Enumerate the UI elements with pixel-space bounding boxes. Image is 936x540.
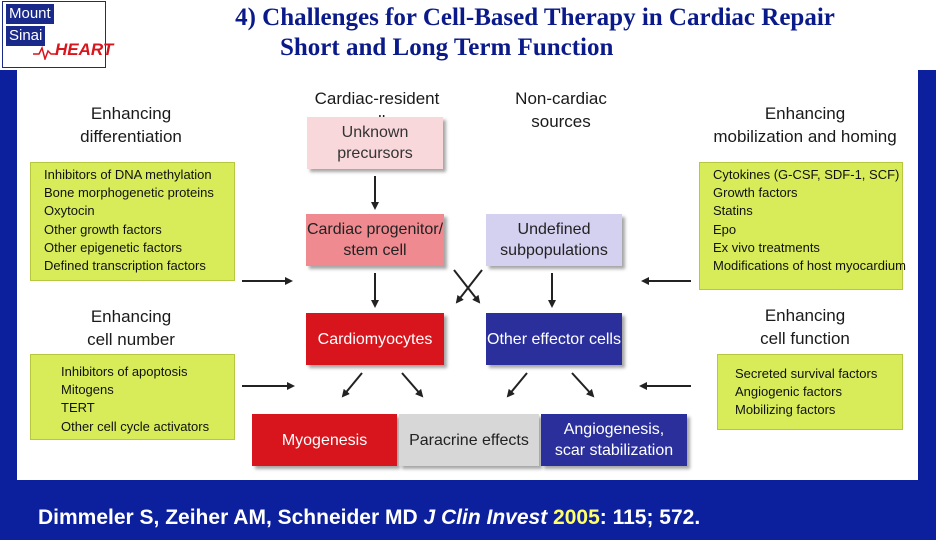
- box-line: Cardiac progenitor/: [306, 221, 444, 238]
- mount-sinai-heart-logo: Mount Sinai HEART: [2, 1, 113, 68]
- list-item: Other epigenetic factors: [44, 239, 183, 255]
- logo-text-mount: Mount: [6, 4, 54, 24]
- arrow-cardio-to-paracrine: [401, 372, 424, 398]
- arrow-effector-to-paracrine: [506, 372, 528, 398]
- citation-volume-pages: : 115; 572.: [599, 506, 701, 529]
- box-line: precursors: [337, 145, 413, 162]
- heading-line: mobilization and homing: [713, 127, 897, 146]
- list-item: Inhibitors of DNA methylation: [44, 167, 212, 182]
- box-line: Unknown: [341, 124, 409, 141]
- arrow-cross-1: [453, 269, 481, 304]
- list-item: Other growth factors: [44, 221, 162, 237]
- slide-header: Mount Sinai HEART 4) Challenges for Cell…: [0, 0, 936, 70]
- cardiac-progenitor-box: Cardiac progenitor/ stem cell: [306, 214, 444, 266]
- list-item: Statins: [713, 203, 753, 219]
- heading-enhancing-cell-number: Enhancing cell number: [77, 305, 185, 351]
- heading-enhancing-mobilization: Enhancing mobilization and homing: [705, 102, 905, 148]
- angiogenesis-box: Angiogenesis, scar stabilization: [541, 414, 687, 466]
- box-line: stem cell: [343, 242, 407, 259]
- undefined-subpopulations-box: Undefined subpopulations: [486, 214, 622, 266]
- logo-text-heart: HEART: [55, 40, 114, 59]
- heading-line: differentiation: [80, 127, 182, 146]
- differentiation-factors-box: Inhibitors of DNA methylation Bone morph…: [30, 162, 235, 281]
- citation-authors: Dimmeler S, Zeiher AM, Schneider MD: [38, 506, 424, 529]
- list-item: Other cell cycle activators: [61, 418, 210, 434]
- diagram-figure: Enhancing differentiation Inhibitors of …: [17, 70, 918, 480]
- list-item: Angiogenic factors: [735, 384, 842, 400]
- box-line: Undefined: [517, 221, 591, 238]
- list-item: Growth factors: [713, 185, 798, 201]
- list-item: Oxytocin: [44, 203, 95, 219]
- list-item: Mobilizing factors: [735, 402, 836, 418]
- list-item: Bone morphogenetic proteins: [44, 185, 214, 201]
- citation-journal: J Clin Invest: [423, 506, 548, 529]
- arrow-layer: [242, 176, 691, 398]
- list-item: Secreted survival factors: [735, 366, 878, 381]
- myogenesis-box: Myogenesis: [252, 414, 397, 466]
- arrow-cardio-to-myogenesis: [341, 372, 363, 398]
- heading-line: cell function: [760, 329, 850, 348]
- header-non-cardiac-sources: Non-cardiac sources: [515, 89, 607, 131]
- heading-line: Enhancing: [764, 306, 846, 325]
- slide-title-line2: Short and Long Term Function: [280, 34, 614, 61]
- list-item: Defined transcription factors: [44, 258, 206, 274]
- unknown-precursors-box: Unknown precursors: [307, 117, 443, 169]
- other-effector-cells-box: Other effector cells: [486, 313, 622, 365]
- heading-line: Enhancing: [90, 307, 172, 326]
- arrow-cross-2: [455, 269, 483, 304]
- heartbeat-pulse-icon: [33, 46, 57, 60]
- list-item: Epo: [713, 221, 737, 237]
- list-item: Ex vivo treatments: [713, 239, 820, 255]
- cardiomyocytes-box: Cardiomyocytes: [306, 313, 444, 365]
- arrow-effector-to-angiogenesis: [571, 372, 595, 398]
- slide-title-line1: 4) Challenges for Cell-Based Therapy in …: [235, 4, 835, 31]
- heading-line: Enhancing: [90, 104, 172, 123]
- box-line: scar stabilization: [554, 442, 674, 459]
- heading-enhancing-cell-function: Enhancing cell function: [742, 304, 868, 350]
- list-item: TERT: [61, 400, 95, 416]
- list-item: Mitogens: [61, 382, 114, 398]
- citation-year: 2005: [553, 506, 600, 529]
- box-line: Angiogenesis,: [563, 421, 665, 438]
- cell-number-factors-box: Inhibitors of apoptosis Mitogens TERT Ot…: [30, 354, 235, 440]
- cell-function-factors-box: Secreted survival factors Angiogenic fac…: [717, 354, 903, 430]
- list-item: Inhibitors of apoptosis: [61, 364, 188, 379]
- citation: Dimmeler S, Zeiher AM, Schneider MD J Cl…: [38, 506, 700, 530]
- logo-text-sinai: Sinai: [6, 26, 46, 46]
- mobilization-factors-box: Cytokines (G-CSF, SDF-1, SCF) Growth fac…: [699, 162, 906, 290]
- heading-enhancing-differentiation: Enhancing differentiation: [74, 102, 188, 148]
- list-item: Cytokines (G-CSF, SDF-1, SCF): [713, 167, 900, 182]
- box-line: subpopulations: [500, 242, 608, 259]
- heading-line: cell number: [87, 330, 175, 349]
- heading-line: Enhancing: [764, 104, 846, 123]
- paracrine-effects-box: Paracrine effects: [399, 414, 539, 466]
- list-item: Modifications of host myocardium: [713, 258, 906, 274]
